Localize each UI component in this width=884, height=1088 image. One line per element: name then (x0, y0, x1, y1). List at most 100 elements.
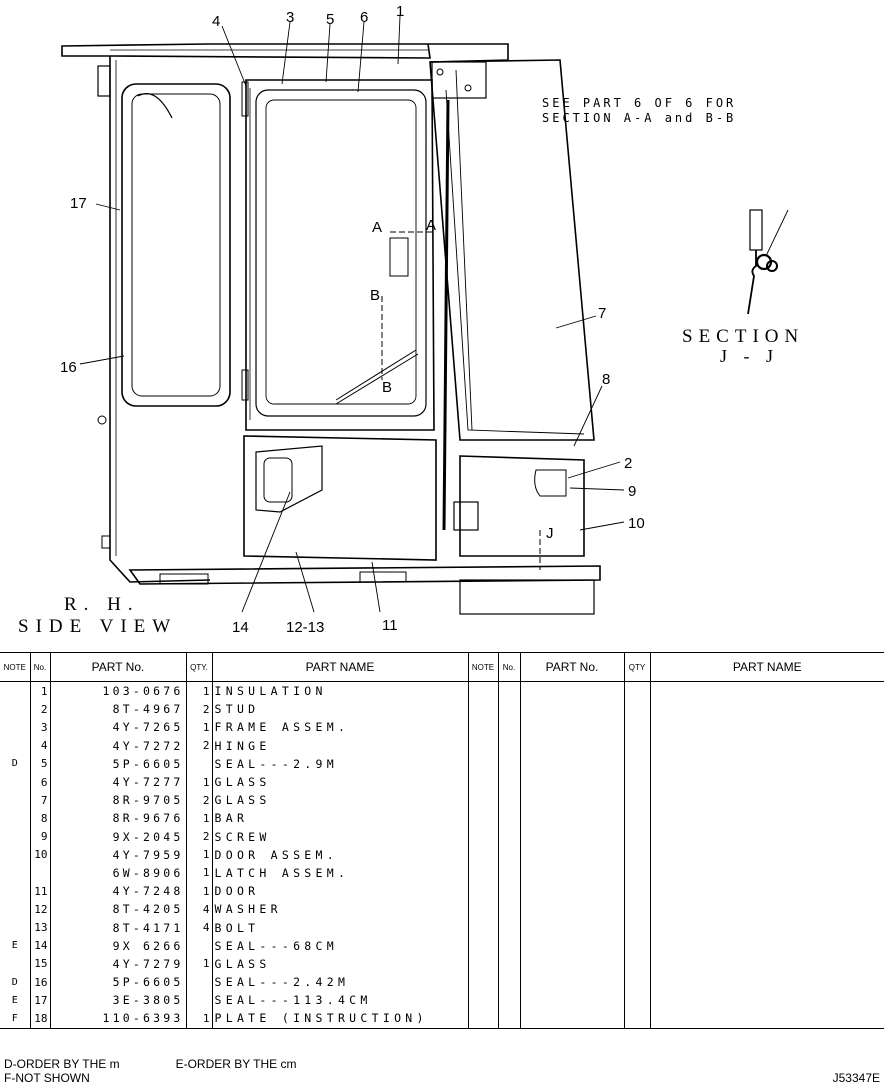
row-qty (185, 973, 212, 992)
row-note (0, 864, 30, 882)
empty-cell (649, 681, 884, 701)
empty-cell (497, 827, 520, 846)
callout-3: 3 (286, 9, 294, 26)
empty-cell (649, 1009, 884, 1029)
empty-cell (497, 772, 520, 792)
empty-cell (623, 809, 650, 828)
row-part-name: HINGE (211, 736, 468, 755)
empty-cell (649, 936, 884, 955)
row-part-no: 4Y-7959 (49, 845, 186, 864)
empty-cell (623, 718, 650, 737)
empty-cell (467, 772, 498, 792)
empty-cell (623, 772, 650, 792)
row-note (0, 791, 30, 809)
empty-cell (519, 936, 624, 955)
empty-cell (519, 754, 624, 773)
row-item-no: 7 (29, 791, 50, 810)
empty-cell (497, 863, 520, 883)
section-note-line2: SECTION A-A and B-B (542, 111, 736, 125)
empty-cell (467, 681, 498, 701)
cab-side-view-drawing: 1 3 5 6 4 17 16 7 8 2 9 10 11 12-13 14 A… (60, 3, 804, 636)
empty-cell (623, 754, 650, 773)
empty-cell (519, 827, 624, 846)
col-part-no: PART No. (49, 652, 186, 682)
section-jj-title: SECTION (682, 326, 804, 347)
empty-cell (649, 845, 884, 864)
callout-15: 16 (60, 359, 77, 376)
row-qty (185, 991, 212, 1010)
row-part-no: 4Y-7272 (49, 736, 186, 755)
empty-cell (649, 863, 884, 883)
empty-cell (497, 681, 520, 701)
row-note (0, 955, 30, 973)
row-part-name: DOOR ASSEM. (211, 845, 468, 864)
row-qty (185, 936, 212, 955)
empty-cell (649, 736, 884, 755)
row-item-no (29, 863, 50, 883)
row-note: E (11, 994, 18, 1006)
empty-cell (519, 991, 624, 1010)
row-item-no: 12 (29, 900, 50, 919)
empty-cell (467, 936, 498, 955)
empty-cell (519, 772, 624, 792)
row-part-name: INSULATION (211, 681, 468, 701)
empty-cell (519, 791, 624, 810)
empty-cell (467, 991, 498, 1010)
footer-note-e: E-ORDER BY THE cm (175, 1057, 297, 1071)
row-note (0, 828, 30, 846)
empty-cell (623, 991, 650, 1010)
row-note (0, 918, 30, 936)
empty-cell (623, 900, 650, 919)
row-item-no: 13 (29, 918, 50, 937)
empty-cell (519, 882, 624, 901)
row-note (0, 737, 30, 755)
empty-cell (623, 936, 650, 955)
section-mark-b-left: B (370, 287, 380, 304)
row-note (0, 809, 30, 827)
empty-cell (519, 954, 624, 973)
row-part-no: 4Y-7248 (49, 882, 186, 901)
row-part-no: 9X-2045 (49, 827, 186, 846)
row-part-no: 110-6393 (49, 1009, 186, 1029)
row-item-no: 10 (29, 845, 50, 864)
empty-cell (497, 809, 520, 828)
empty-cell (649, 718, 884, 737)
row-part-no: 8T-4205 (49, 900, 186, 919)
empty-cell (497, 973, 520, 992)
callout-4: 4 (212, 13, 220, 30)
empty-cell (649, 882, 884, 901)
empty-cell (623, 918, 650, 937)
lower-door-panel (243, 435, 437, 561)
row-part-name: SEAL---113.4CM (211, 991, 468, 1010)
empty-cell (623, 954, 650, 973)
view-caption: R. H. SIDE VIEW (18, 594, 177, 638)
row-qty: 1 (185, 863, 212, 883)
empty-cell (497, 791, 520, 810)
row-note (0, 882, 30, 900)
empty-cell (467, 791, 498, 810)
row-item-no: 15 (29, 954, 50, 973)
callout-7: 7 (598, 305, 606, 322)
row-part-name: SEAL---2.42M (211, 973, 468, 992)
empty-cell (467, 700, 498, 719)
empty-cell (467, 954, 498, 973)
door-window (255, 89, 427, 417)
row-item-no: 2 (29, 700, 50, 719)
row-note (0, 846, 30, 864)
row-item-no: 16 (29, 973, 50, 992)
callout-2: 2 (624, 455, 632, 472)
callout-10: 10 (628, 515, 645, 532)
empty-cell (497, 736, 520, 755)
empty-cell (519, 973, 624, 992)
row-part-name: GLASS (211, 772, 468, 792)
empty-cell (467, 882, 498, 901)
